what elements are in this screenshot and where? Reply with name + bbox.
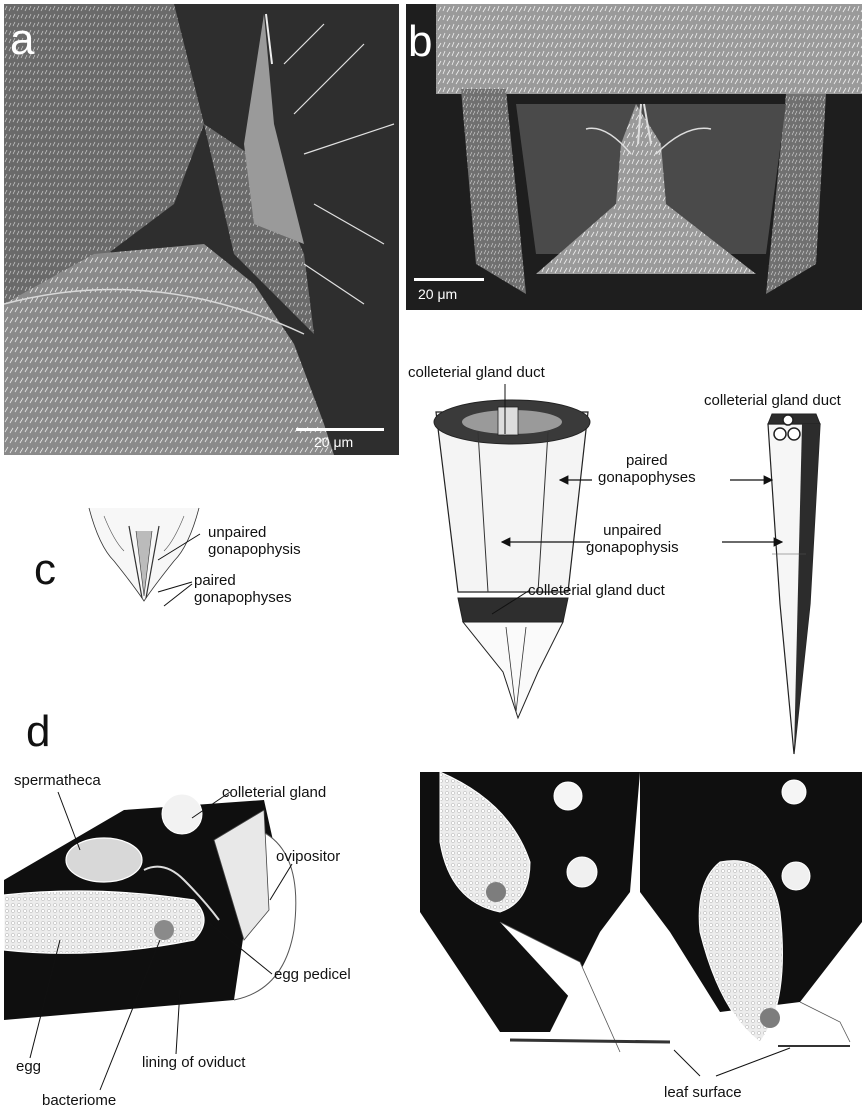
label-leaf-surface: leaf surface [664, 1084, 742, 1101]
scale-text-b: 20 μm [418, 286, 457, 302]
scale-bar-b [414, 278, 484, 281]
label-unpaired-small: unpaired gonapophysis [208, 524, 301, 558]
sem-b-drawing [406, 4, 862, 310]
panel-letter-a: a [10, 18, 34, 62]
panel-letter-c: c [34, 548, 56, 592]
scale-text-a: 20 μm [314, 434, 353, 450]
label-colleterial-mid: colleterial gland duct [528, 582, 665, 599]
panel-letter-d: d [26, 710, 50, 754]
panel-letter-b: b [408, 20, 432, 64]
sem-image-b: b 20 μm [406, 4, 862, 310]
sem-image-a: a 20 μm [4, 4, 399, 455]
side-view-drawing [758, 404, 828, 764]
panel-d-leader-lines [0, 770, 340, 1110]
label-paired-small: paired gonapophyses [194, 572, 292, 606]
label-side-colleterial: colleterial gland duct [704, 392, 841, 409]
leader-cross-colleterial-top [485, 384, 525, 444]
label-colleterial-top: colleterial gland duct [408, 364, 545, 381]
sem-a-drawing [4, 4, 399, 455]
panel-c-arrows [500, 460, 820, 550]
scale-bar-a [296, 428, 384, 431]
anatomy-drawing-right [420, 772, 862, 1072]
